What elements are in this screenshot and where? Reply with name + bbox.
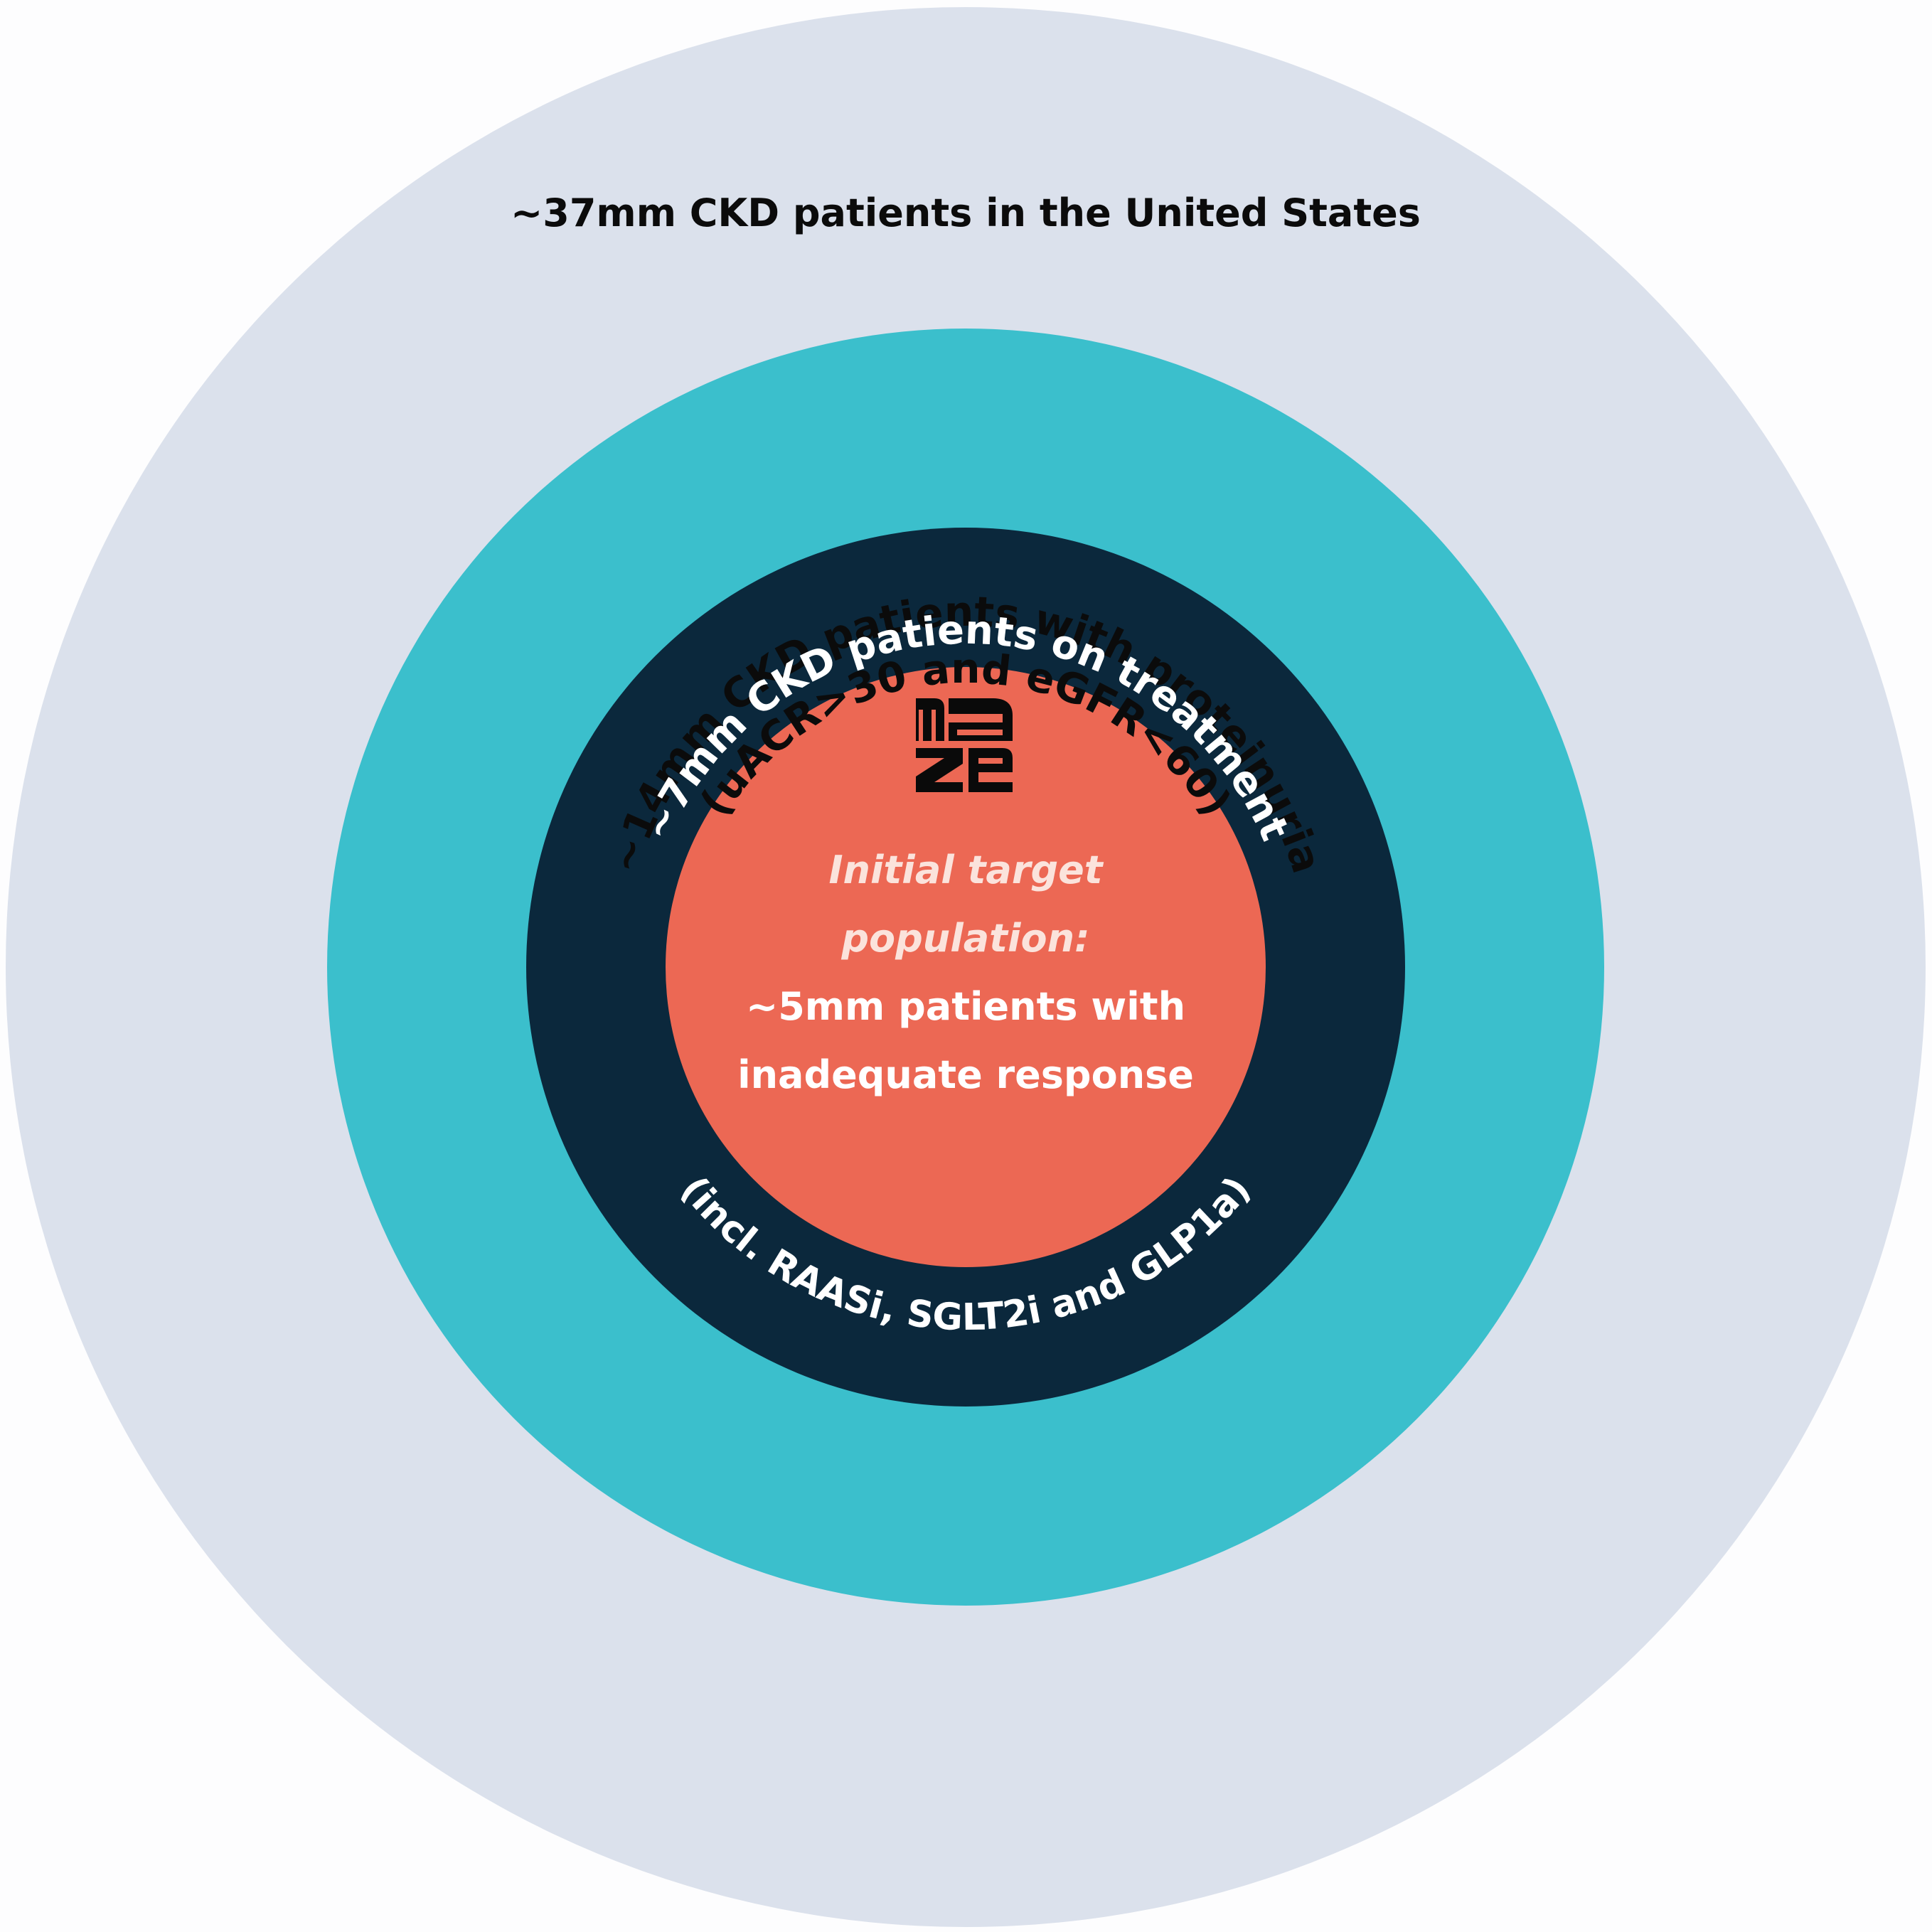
maze-logo bbox=[916, 698, 1013, 792]
center-line-3: ~5mm patients with bbox=[746, 984, 1185, 1029]
center-line-4: inadequate response bbox=[737, 1052, 1194, 1097]
target-circle bbox=[666, 667, 1266, 1267]
center-line-2: population: bbox=[840, 916, 1089, 961]
outer-label: ~37mm CKD patients in the United States bbox=[511, 191, 1421, 235]
center-line-1: Initial target bbox=[828, 848, 1104, 892]
